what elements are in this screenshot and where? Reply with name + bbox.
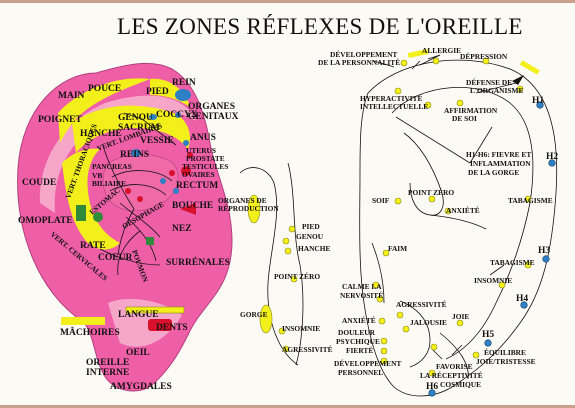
ear-3-labels: DÉVELOPPEMENT DE LA PERSONNALITÉ ALLERGI…: [318, 46, 558, 392]
label-insomnie: INSOMNIE: [282, 324, 320, 333]
label-machoires: MÂCHOIRES: [60, 326, 120, 338]
label-h5: H5: [482, 330, 494, 340]
label-organes: ORGANES: [188, 102, 235, 112]
label-bouche: BOUCHE: [172, 201, 213, 211]
label-pied: PIED: [302, 222, 320, 231]
label-sacrum: SACRUM: [118, 123, 160, 133]
ear-1-colored-map: [17, 62, 233, 392]
ear-2-labels: ORGANES DE RÉPRODUCTION PIED GENOU HANCH…: [218, 196, 333, 354]
label-surrenales: SURRÉNALES: [166, 256, 230, 268]
label-joie: JOIE: [452, 312, 469, 321]
label-rectum: RECTUM: [176, 181, 218, 191]
label-agressivite: AGRESSIVITÉ: [396, 299, 447, 309]
label-de-soi: DE SOI: [452, 114, 477, 123]
label-h1: H1: [532, 96, 544, 106]
label-gorge: GORGE: [240, 310, 268, 319]
label-inflammation: INFLAMMATION: [470, 159, 531, 168]
label-joie-tristesse: JOIE/TRISTESSE: [476, 357, 536, 366]
label-agressivite: AGRESSIVITÉ: [282, 344, 333, 354]
label-tabagisme-2: TABAGISME: [490, 258, 535, 267]
label-depression: DÉPRESSION: [460, 51, 508, 61]
label-hyperactivite: HYPERACTIVITÉ: [360, 93, 422, 103]
label-de-la-gorge: DE LA GORGE: [468, 168, 519, 177]
label-la-receptivite: LA RÉCEPTIVITÉ: [420, 370, 483, 380]
label-organisme: L'ORGANISME: [470, 86, 523, 95]
label-main: MAIN: [58, 91, 85, 101]
label-oeil: OEIL: [126, 348, 150, 358]
label-hanche: HANCHE: [298, 244, 331, 253]
label-coude: COUDE: [22, 178, 56, 188]
label-genou: GENOU: [296, 232, 324, 241]
label-prostate: PROSTATE: [186, 154, 225, 163]
label-pied: PIED: [146, 87, 169, 97]
label-ovaires: OVAIRES: [182, 170, 215, 179]
label-soif: SOIF: [372, 196, 390, 205]
label-genou: GENOU: [118, 113, 153, 123]
label-oreille: OREILLE: [86, 358, 129, 368]
label-omoplate: OMOPLATE: [18, 216, 73, 226]
label-point-zero: POINT ZÉRO: [408, 187, 454, 197]
label-organes-de: ORGANES DE: [218, 196, 267, 205]
label-psychique: PSYCHIQUE: [336, 337, 380, 346]
label-personnel: PERSONNEL: [338, 368, 383, 377]
label-genitaux: GENITAUX: [188, 112, 239, 122]
label-affirmation: AFFIRMATION: [444, 106, 498, 115]
label-anxiete: ANXIÉTÉ: [446, 205, 480, 215]
label-de-la-personnalite: DE LA PERSONNALITÉ: [318, 57, 400, 67]
label-reproduction: RÉPRODUCTION: [218, 203, 279, 213]
label-calme-la: CALME LA: [342, 282, 382, 291]
diagram-canvas: LES ZONES RÉFLEXES DE L'OREILLE: [17, 14, 558, 397]
label-vessie: VESSIE: [140, 136, 174, 146]
label-pancreas: PANCREAS: [92, 162, 132, 171]
label-fierte: FIERTÉ: [346, 345, 373, 355]
label-pouce: POUCE: [88, 84, 121, 94]
label-interne: INTERNE: [86, 368, 129, 378]
chart-title: LES ZONES RÉFLEXES DE L'OREILLE: [117, 14, 523, 39]
label-developpement: DÉVELOPPEMENT: [330, 49, 397, 59]
label-tabagisme-1: TABAGISME: [508, 196, 553, 205]
label-allergie: ALLERGIE: [422, 46, 461, 55]
label-poignet: POIGNET: [38, 115, 82, 125]
label-amygdales: AMYGDALES: [110, 382, 172, 392]
label-rein: REIN: [172, 78, 196, 88]
label-developpement-2: DÉVELOPPEMENT: [334, 358, 401, 368]
label-cosmique: COSMIQUE: [440, 380, 481, 389]
label-langue: LANGUE: [118, 310, 159, 320]
label-h1-h6-fievre: H1-H6: FIEVRE ET: [466, 150, 531, 159]
label-h6: H6: [426, 382, 438, 392]
label-douleur: DOULEUR: [338, 328, 376, 337]
label-rate: RATE: [80, 241, 106, 251]
label-equilibre: ÉQUILIBRE: [484, 347, 526, 357]
label-insomnie: INSOMNIE: [474, 276, 512, 285]
label-nez: NEZ: [172, 224, 192, 234]
label-anxiete-2: ANXIÉTÉ: [342, 315, 376, 325]
label-faim: FAIM: [388, 244, 407, 253]
label-hanche: HANCHE: [80, 129, 122, 139]
label-anus: ANUS: [190, 133, 216, 143]
label-favorise: FAVORISE: [436, 362, 473, 371]
label-testicules: TESTICULES: [182, 162, 228, 171]
label-intellectuelle: INTELLECTUELLE: [360, 102, 428, 111]
label-h3: H3: [538, 246, 550, 256]
label-h4: H4: [516, 294, 528, 304]
label-reins: REINS: [120, 150, 149, 160]
label-coccyx: COCCYX: [156, 110, 198, 120]
label-jalousie: JALOUSIE: [410, 318, 447, 327]
label-point-zero: POINT ZÉRO: [274, 271, 320, 281]
ear-3-outline: [359, 48, 558, 397]
label-coeur: COEUR: [98, 253, 132, 263]
ear-2-side-view: [239, 162, 304, 366]
label-uterus: UTERUS: [186, 146, 216, 155]
label-biliaire: BILIAIRE: [92, 179, 126, 188]
label-h2: H2: [546, 152, 558, 162]
label-dents: DENTS: [156, 323, 188, 333]
label-vb: VB: [92, 171, 102, 180]
label-nervosite: NERVOSITÉ: [340, 290, 383, 300]
label-defense-de: DÉFENSE DE: [466, 77, 512, 87]
